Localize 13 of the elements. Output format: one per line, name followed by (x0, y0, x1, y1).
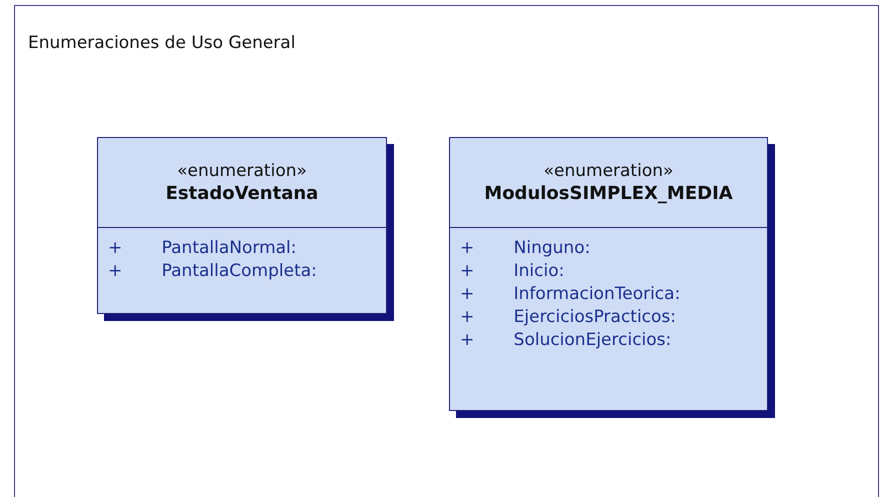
enumeration-literal: + InformacionTeorica: (460, 284, 680, 304)
class-name: ModulosSIMPLEX_MEDIA (484, 183, 733, 204)
enumeration-literal: + PantallaNormal: (108, 238, 297, 258)
enumeration-literal: + Ninguno: (460, 238, 590, 258)
package-frame (14, 5, 879, 497)
enumeration-literal: + Inicio: (460, 261, 564, 281)
frame-title: Enumeraciones de Uso General (28, 33, 296, 53)
enumeration-literal: + EjerciciosPracticos: (460, 307, 676, 327)
stereotype-label: «enumeration» (544, 161, 674, 181)
class-name: EstadoVentana (166, 183, 318, 204)
stereotype-label: «enumeration» (177, 161, 307, 181)
enumeration-literal: + PantallaCompleta: (108, 261, 317, 281)
enumeration-literal: + SolucionEjercicios: (460, 330, 672, 350)
